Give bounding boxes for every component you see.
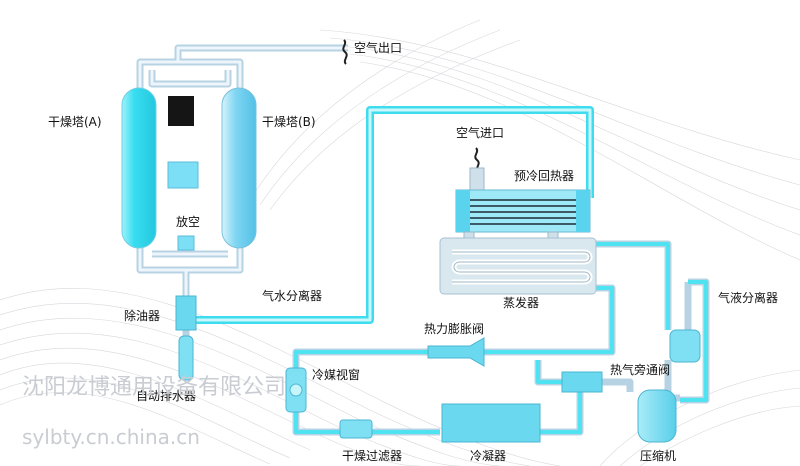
filter-dryer bbox=[339, 419, 373, 439]
precooler-reheater bbox=[455, 189, 591, 241]
label-oil-remover: 除油器 bbox=[124, 308, 160, 323]
label-compressor: 压缩机 bbox=[640, 448, 676, 463]
vent-valve bbox=[177, 235, 195, 251]
label-dryer-a: 干燥塔(A) bbox=[48, 115, 102, 129]
hot-gas-bypass-valve bbox=[561, 371, 603, 393]
air-outlet-icon bbox=[342, 39, 348, 65]
label-air-outlet: 空气出口 bbox=[354, 40, 402, 55]
control-block-cyan bbox=[167, 161, 199, 189]
expansion-valve bbox=[427, 337, 485, 367]
label-evaporator: 蒸发器 bbox=[503, 295, 539, 310]
label-sight-glass: 冷媒视窗 bbox=[312, 367, 360, 382]
label-gas-liquid-separator: 气液分离器 bbox=[718, 290, 778, 305]
label-filter-dryer: 干燥过滤器 bbox=[342, 449, 402, 463]
dryer-piping-highlight bbox=[138, 46, 348, 298]
gas-liquid-separator bbox=[669, 329, 701, 363]
auto-drain bbox=[178, 335, 194, 381]
oil-remover bbox=[175, 295, 197, 331]
label-condenser: 冷凝器 bbox=[470, 448, 506, 463]
watermark-company: 沈阳龙博通用设备有限公司 bbox=[22, 375, 286, 400]
label-vent: 放空 bbox=[176, 214, 200, 229]
label-precool-reheater: 预冷回热器 bbox=[514, 169, 574, 183]
label-auto-drain: 自动排水器 bbox=[136, 389, 196, 403]
dryer-tower-b bbox=[221, 87, 257, 249]
compressor bbox=[637, 389, 677, 443]
air-pipe-cyan-highlight bbox=[196, 108, 592, 322]
label-hot-gas-bypass: 热气旁通阀 bbox=[610, 362, 670, 377]
label-water-separator: 气水分离器 bbox=[262, 288, 322, 303]
control-block-black bbox=[168, 96, 194, 126]
dryer-tower-a bbox=[121, 87, 157, 249]
watermark-site: sylbty.cn.china.cn bbox=[22, 425, 200, 449]
condenser bbox=[441, 403, 541, 443]
label-air-inlet: 空气进口 bbox=[456, 125, 504, 140]
air-inlet-pipe bbox=[469, 167, 485, 193]
evaporator bbox=[439, 237, 597, 295]
label-dryer-b: 干燥塔(B) bbox=[262, 115, 316, 129]
label-expansion-valve: 热力膨胀阀 bbox=[424, 322, 484, 336]
sight-glass bbox=[285, 367, 307, 413]
